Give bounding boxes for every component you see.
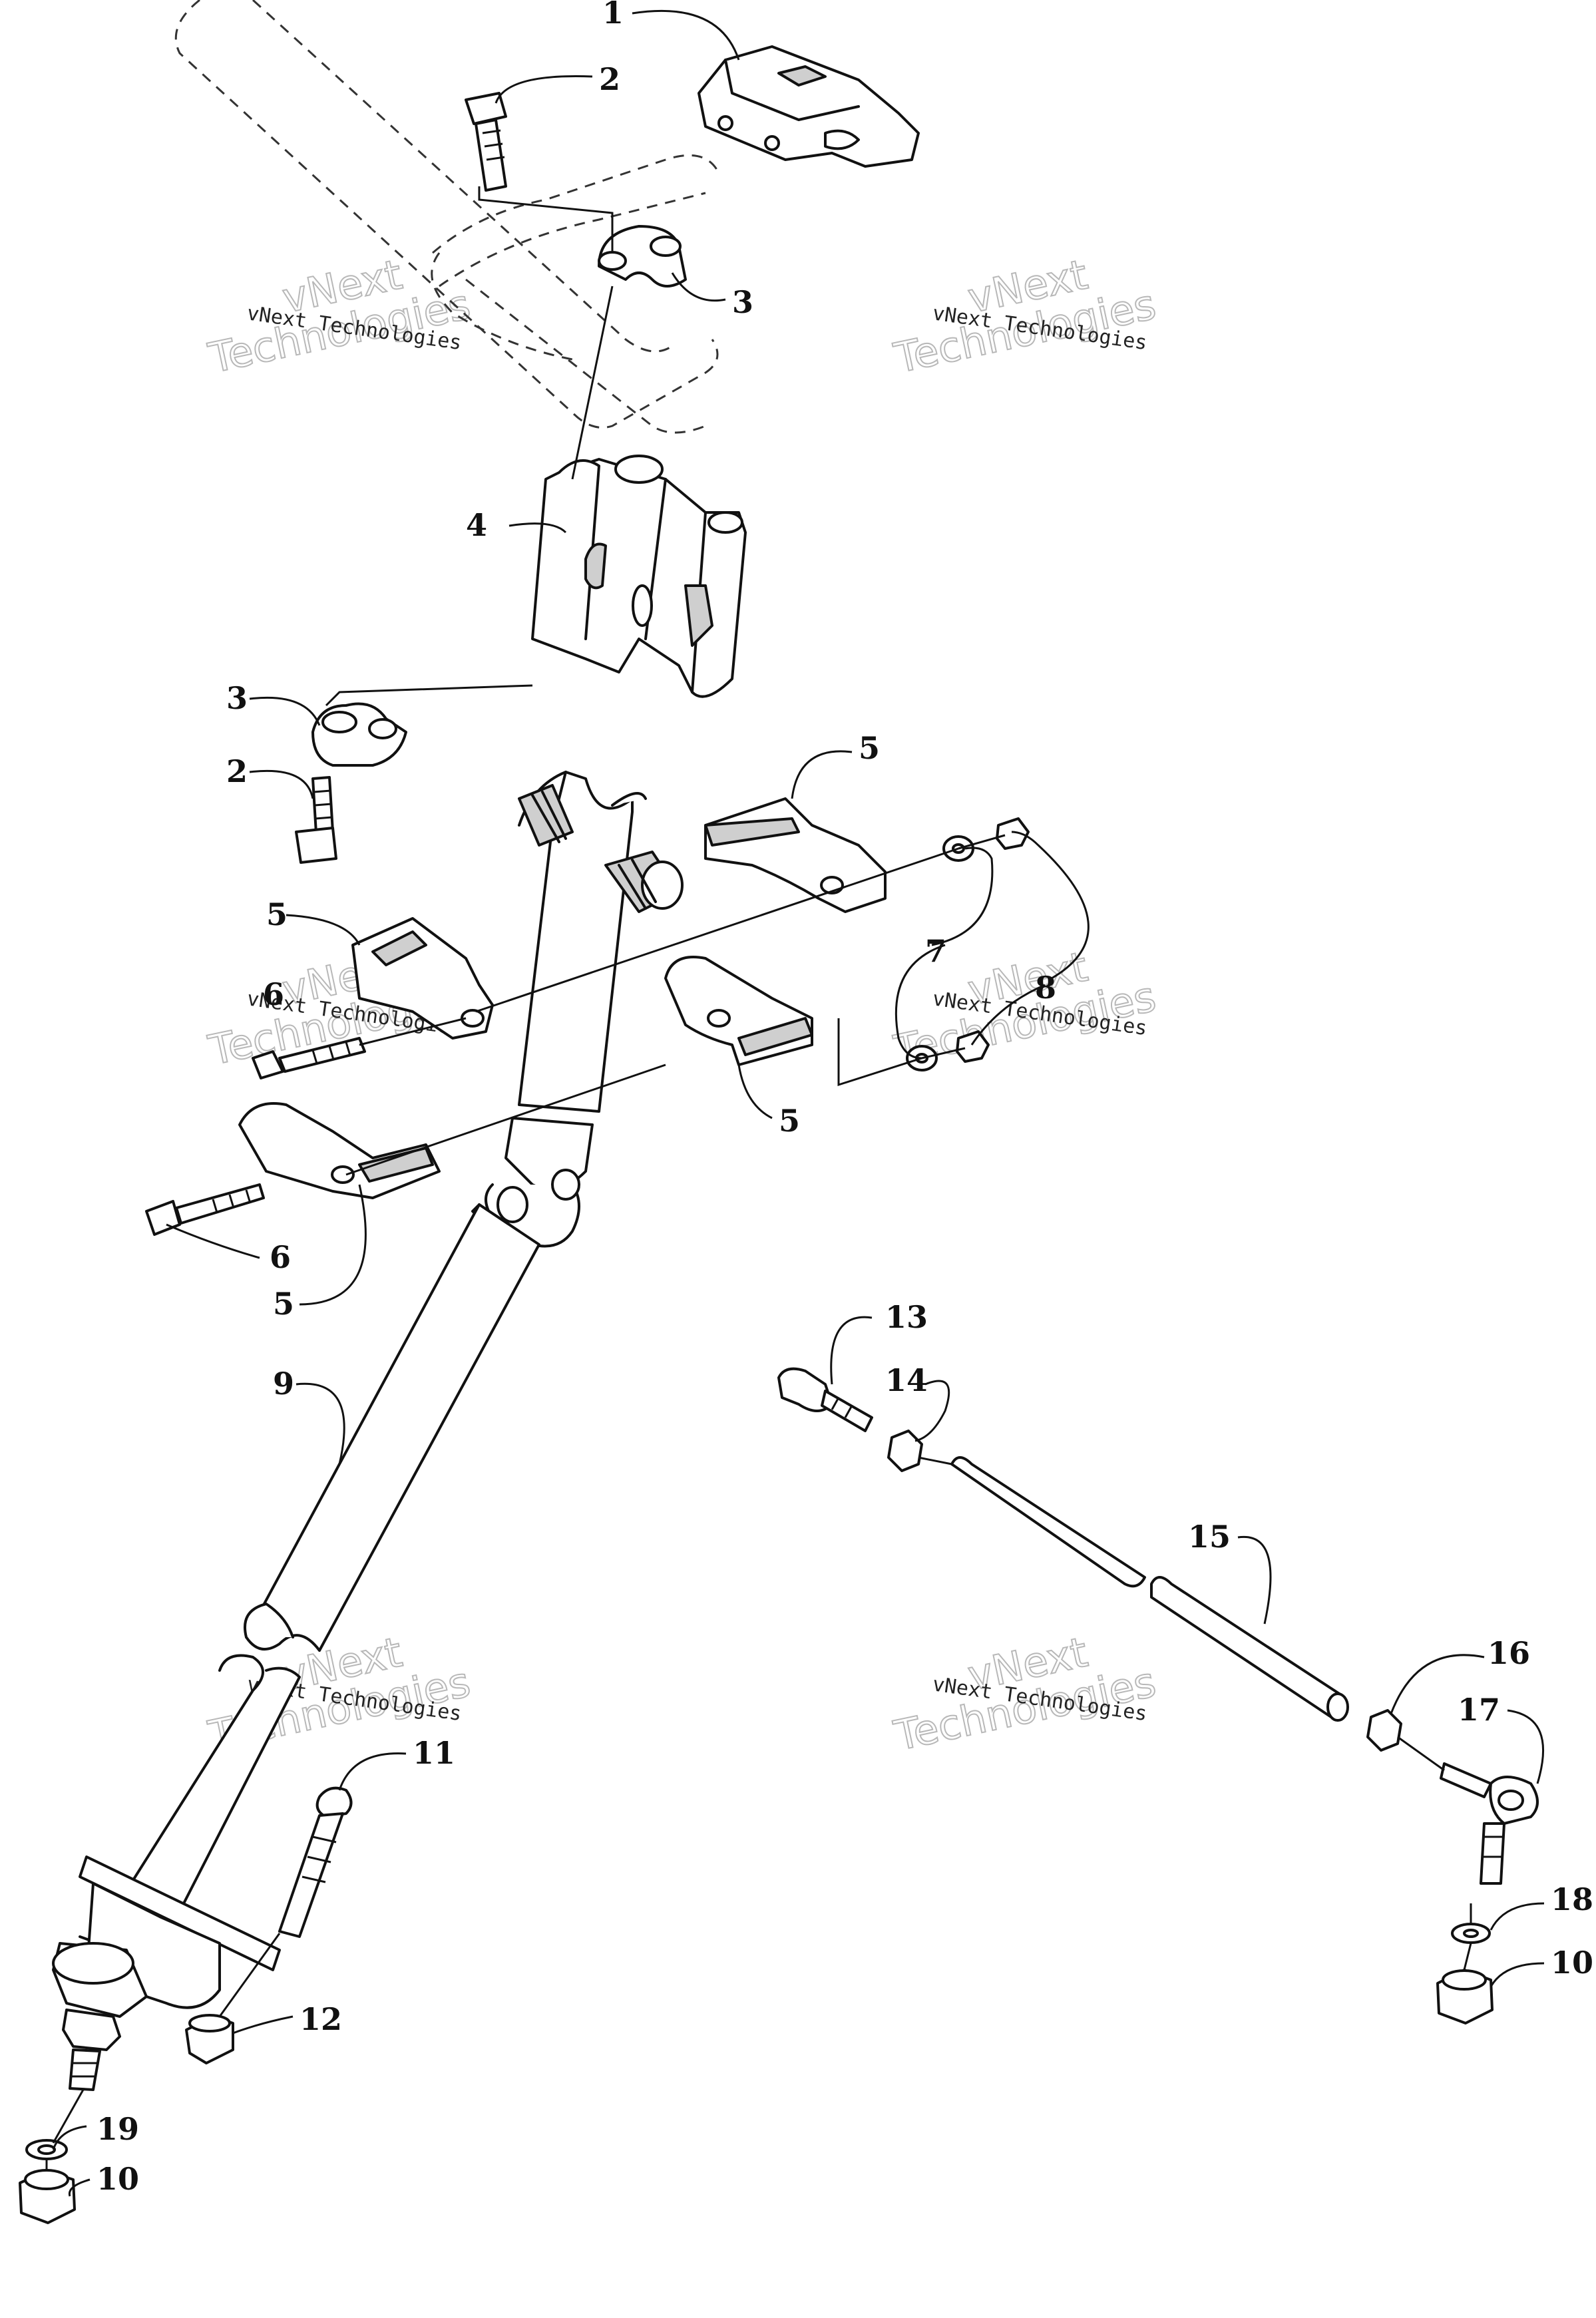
callout-13: 13: [885, 1299, 928, 1335]
callout-6-lower: 6: [270, 1239, 291, 1275]
part-5-clamp-upper-left: [351, 917, 494, 1040]
part-3-clamp-cap-upper: [598, 225, 687, 288]
callout-4: 4: [466, 507, 487, 543]
callout-3-lower: 3: [226, 680, 248, 716]
part-8-nut-upper: [996, 817, 1030, 850]
callout-10-left: 10: [97, 2161, 139, 2197]
assembly-lines: [45, 186, 1472, 2171]
part-16-jam-nut: [1366, 1709, 1402, 1752]
callout-leaders: [52, 9, 1545, 2197]
callout-5-lower-right: 5: [779, 1103, 800, 1139]
part-8-nut-lower: [956, 1030, 990, 1063]
spline-knurl-left: [518, 784, 574, 847]
callout-16: 16: [1488, 1635, 1530, 1671]
part-5-clamp-upper-right: [704, 797, 887, 913]
callout-15: 15: [1188, 1519, 1231, 1555]
watermark-2: vNext Technologies vNext Technologies: [889, 250, 1161, 383]
watermark-6: vNext Technologies vNext Technologies: [889, 1627, 1161, 1761]
part-6-bolt-upper: [252, 1037, 366, 1079]
part-18-washer: [1451, 1923, 1491, 1944]
part-12-nut: [185, 2014, 234, 2064]
part-3-clamp-cap-lower: [311, 702, 407, 767]
part-15-tie-rod: [950, 1456, 1349, 1722]
callout-10-right: 10: [1551, 1945, 1593, 1981]
part-14-jam-nut: [887, 1430, 923, 1472]
spline-knurl-right: [604, 851, 684, 913]
part-17-tie-rod-end-right: [1440, 1762, 1539, 1885]
handlebar-ghost-outline: [174, 0, 720, 434]
callout-5-upper-left: 5: [266, 896, 288, 932]
callout-12: 12: [299, 2001, 342, 2037]
callout-2-lower: 2: [226, 753, 248, 789]
part-6-bolt-lower: [145, 1183, 265, 1236]
callout-7: 7: [925, 933, 946, 969]
callout-17: 17: [1458, 1692, 1500, 1728]
part-4-riser-block: [531, 455, 747, 698]
part-2-bolt-upper: [465, 92, 507, 192]
callout-1: 1: [602, 0, 624, 31]
part-11-bolt: [278, 1786, 353, 1938]
part-10-nut-right: [1436, 1969, 1494, 2025]
callout-5-upper-right: 5: [859, 730, 880, 766]
callout-18: 18: [1551, 1881, 1593, 1917]
callout-19: 19: [97, 2111, 139, 2147]
lower-bearing-housing: [52, 1855, 281, 2091]
callout-8: 8: [1035, 970, 1056, 1006]
callout-9: 9: [273, 1366, 294, 1402]
part-2-bolt-lower: [295, 776, 337, 864]
callout-6-upper: 6: [263, 976, 284, 1012]
callout-5-lower-left: 5: [273, 1286, 294, 1322]
watermark-1: vNext Technologies vNext Technologies: [204, 250, 475, 383]
callout-2-upper: 2: [599, 61, 620, 97]
part-1-switch-housing: [698, 45, 920, 168]
callout-14: 14: [885, 1362, 928, 1398]
part-19-washer: [25, 2139, 68, 2160]
part-5-clamp-lower-left: [238, 1102, 441, 1199]
callout-numbers: 1 2 3 4 3 2 5 5 7 8 5 6 6 5 9 13 14 15 1…: [97, 0, 1593, 2197]
part-10-nut-left: [19, 2169, 76, 2224]
callout-3-upper: 3: [732, 284, 753, 320]
callout-11: 11: [413, 1735, 455, 1771]
part-5-clamp-lower-right: [664, 956, 813, 1066]
part-13-tie-rod-end-left: [777, 1367, 873, 1432]
